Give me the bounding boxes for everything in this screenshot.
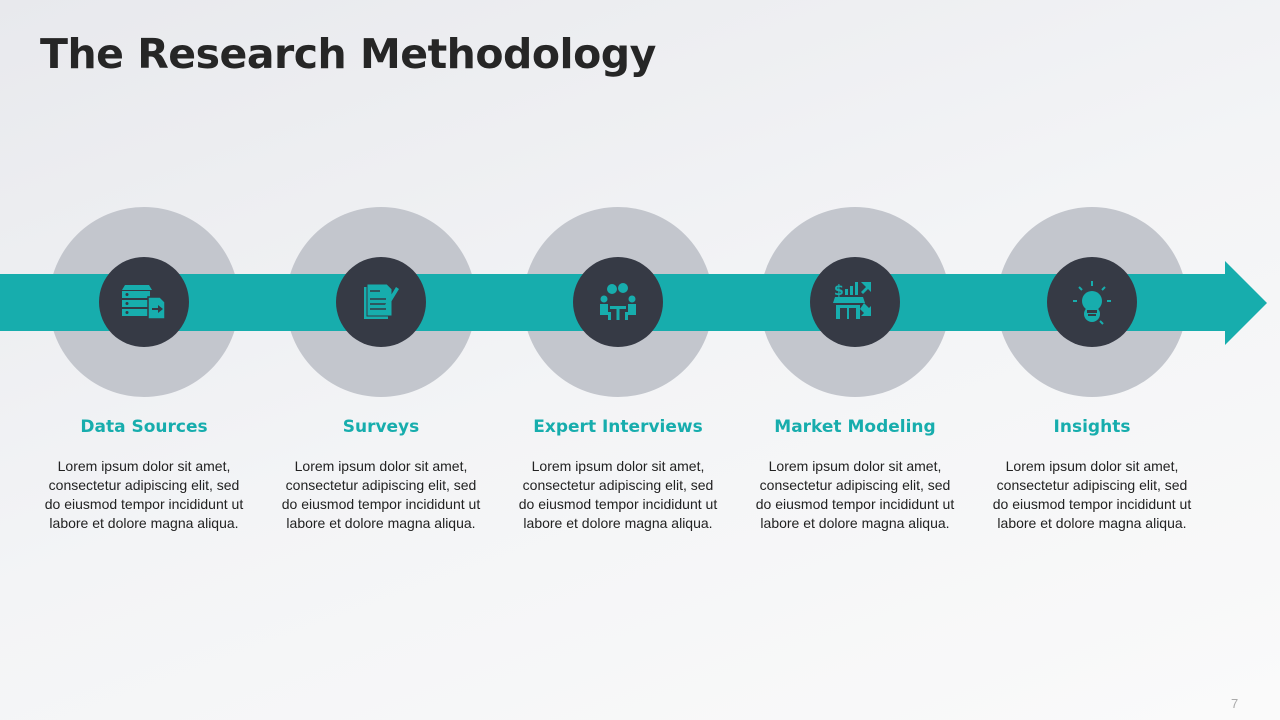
step-description: Lorem ipsum dolor sit amet, consectetur … (281, 458, 481, 531)
lightbulb-icon (1047, 257, 1137, 347)
step-description: Lorem ipsum dolor sit amet, consectetur … (518, 458, 718, 531)
page-number: 7 (1231, 696, 1239, 711)
step-title: Surveys (342, 417, 420, 437)
timeline-arrow-head (1225, 261, 1267, 345)
svg-text:$: $ (834, 283, 844, 299)
market-chart-icon: $ (810, 257, 900, 347)
step-description: Lorem ipsum dolor sit amet, consectetur … (755, 458, 955, 531)
database-transfer-icon (99, 257, 189, 347)
step-title: Insights (1053, 417, 1131, 437)
step-title: Data Sources (80, 417, 208, 437)
step-description: Lorem ipsum dolor sit amet, consectetur … (44, 458, 244, 531)
page-title: The Research Methodology (40, 30, 656, 78)
step-title: Market Modeling (774, 417, 936, 437)
survey-checklist-icon (336, 257, 426, 347)
interview-icon (573, 257, 663, 347)
step-title: Expert Interviews (533, 417, 703, 437)
step-description: Lorem ipsum dolor sit amet, consectetur … (992, 458, 1192, 531)
